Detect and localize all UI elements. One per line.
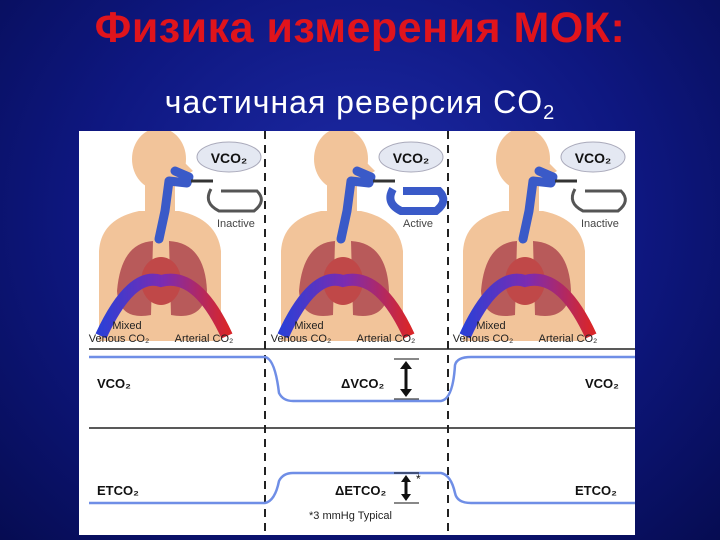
breathing-circuit bbox=[373, 179, 448, 215]
cloud-label: VCO₂ bbox=[211, 150, 248, 166]
torso-illustration bbox=[95, 128, 233, 341]
etco2-graph: ETCO₂ ΔETCO₂ * ETCO₂ *3 mmHg Typical bbox=[89, 471, 635, 522]
breathing-circuit bbox=[191, 179, 263, 213]
circuit-state-label: Inactive bbox=[217, 218, 255, 230]
etco2-left-label: ETCO₂ bbox=[97, 483, 139, 498]
delta-etco2-label: ΔETCO₂ bbox=[335, 483, 386, 498]
circuit-state-label: Inactive bbox=[581, 218, 619, 230]
vco2-graph: VCO₂ ΔVCO₂ VCO₂ bbox=[89, 355, 635, 403]
mixed-label: Mixed bbox=[294, 320, 323, 332]
vco2-trace bbox=[89, 355, 635, 403]
vco2-left-label: VCO₂ bbox=[97, 376, 131, 391]
subtitle-subscript: 2 bbox=[543, 102, 556, 124]
delta-vco2-label: ΔVCO₂ bbox=[341, 376, 385, 391]
typical-footnote: *3 mmHg Typical bbox=[309, 510, 392, 522]
mixed-label: Mixed bbox=[112, 320, 141, 332]
venous-co2-label: Venous CO₂ bbox=[453, 333, 514, 345]
torso-illustration bbox=[459, 128, 597, 341]
cloud-label: VCO₂ bbox=[393, 150, 430, 166]
etco2-right-label: ETCO₂ bbox=[575, 483, 617, 498]
figure-svg: VCO₂ Inactive Mixed Venous CO₂ Arterial … bbox=[89, 128, 635, 535]
circuit-state-label: Active bbox=[403, 218, 433, 230]
arterial-co2-label: Arterial CO₂ bbox=[539, 333, 598, 345]
mixed-label: Mixed bbox=[476, 320, 505, 332]
arterial-co2-label: Arterial CO₂ bbox=[357, 333, 416, 345]
slide-title: Физика измерения МОК: bbox=[94, 4, 626, 52]
etco2-footnote-marker: * bbox=[416, 472, 421, 486]
delta-vco2-arrow bbox=[394, 358, 419, 400]
panel-2: VCO₂ Active Mixed Venous CO₂ Arterial CO… bbox=[271, 128, 448, 345]
slide-subtitle: частичная реверсия CO2 bbox=[0, 84, 720, 125]
breathing-circuit bbox=[555, 179, 627, 213]
vco2-cloud: VCO₂ bbox=[378, 141, 444, 173]
panel-3: VCO₂ Inactive Mixed Venous CO₂ Arterial … bbox=[453, 128, 627, 345]
arterial-co2-label: Arterial CO₂ bbox=[175, 333, 234, 345]
etco2-trace bbox=[89, 471, 635, 505]
cloud-label: VCO₂ bbox=[575, 150, 612, 166]
subtitle-text: частичная реверсия CO bbox=[164, 84, 544, 120]
torso-illustration bbox=[277, 128, 415, 341]
vco2-cloud: VCO₂ bbox=[560, 141, 626, 173]
delta-etco2-arrow bbox=[394, 472, 419, 504]
venous-co2-label: Venous CO₂ bbox=[89, 333, 150, 345]
panel-1: VCO₂ Inactive Mixed Venous CO₂ Arterial … bbox=[89, 128, 263, 345]
venous-co2-label: Venous CO₂ bbox=[271, 333, 332, 345]
vco2-right-label: VCO₂ bbox=[585, 376, 619, 391]
co2-rebreathing-figure: VCO₂ Inactive Mixed Venous CO₂ Arterial … bbox=[79, 128, 635, 535]
vco2-cloud: VCO₂ bbox=[196, 141, 262, 173]
